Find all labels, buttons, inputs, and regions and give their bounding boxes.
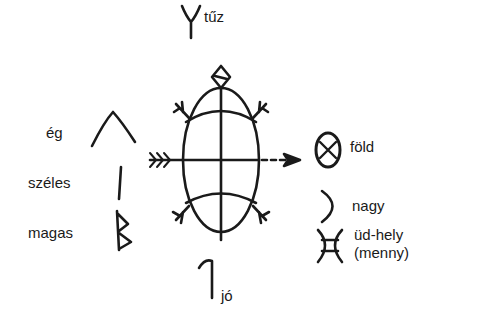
wide-rune	[119, 167, 121, 199]
high-rune	[117, 211, 131, 250]
rune-label: nagy	[352, 197, 385, 215]
rune-label: ég	[46, 124, 63, 142]
rune-label: jó	[221, 287, 233, 305]
good-rune	[199, 260, 212, 298]
rune-label: üd-hely (menny)	[354, 226, 418, 262]
arrow-fletching	[150, 153, 170, 167]
turtle-back-legs	[173, 206, 269, 223]
rune-label: széles	[28, 174, 71, 192]
rune-label: föld	[350, 138, 374, 156]
turtle-front-legs	[174, 102, 268, 118]
rune-label: tűz	[204, 8, 224, 26]
earth-rune-cross	[320, 142, 336, 158]
heaven-rune	[318, 230, 342, 262]
turtle-upper-arch	[186, 111, 256, 122]
arrow-shaft-dashed	[262, 159, 286, 162]
sky-rune	[92, 112, 135, 146]
turtle-lower-arch	[186, 194, 256, 204]
fire-rune	[182, 6, 200, 38]
great-rune	[322, 191, 333, 222]
earth-rune	[316, 133, 340, 167]
arrow-shaft	[150, 159, 259, 162]
arrow-head	[284, 154, 300, 166]
rune-label: magas	[28, 224, 73, 242]
turtle-head	[212, 66, 230, 88]
